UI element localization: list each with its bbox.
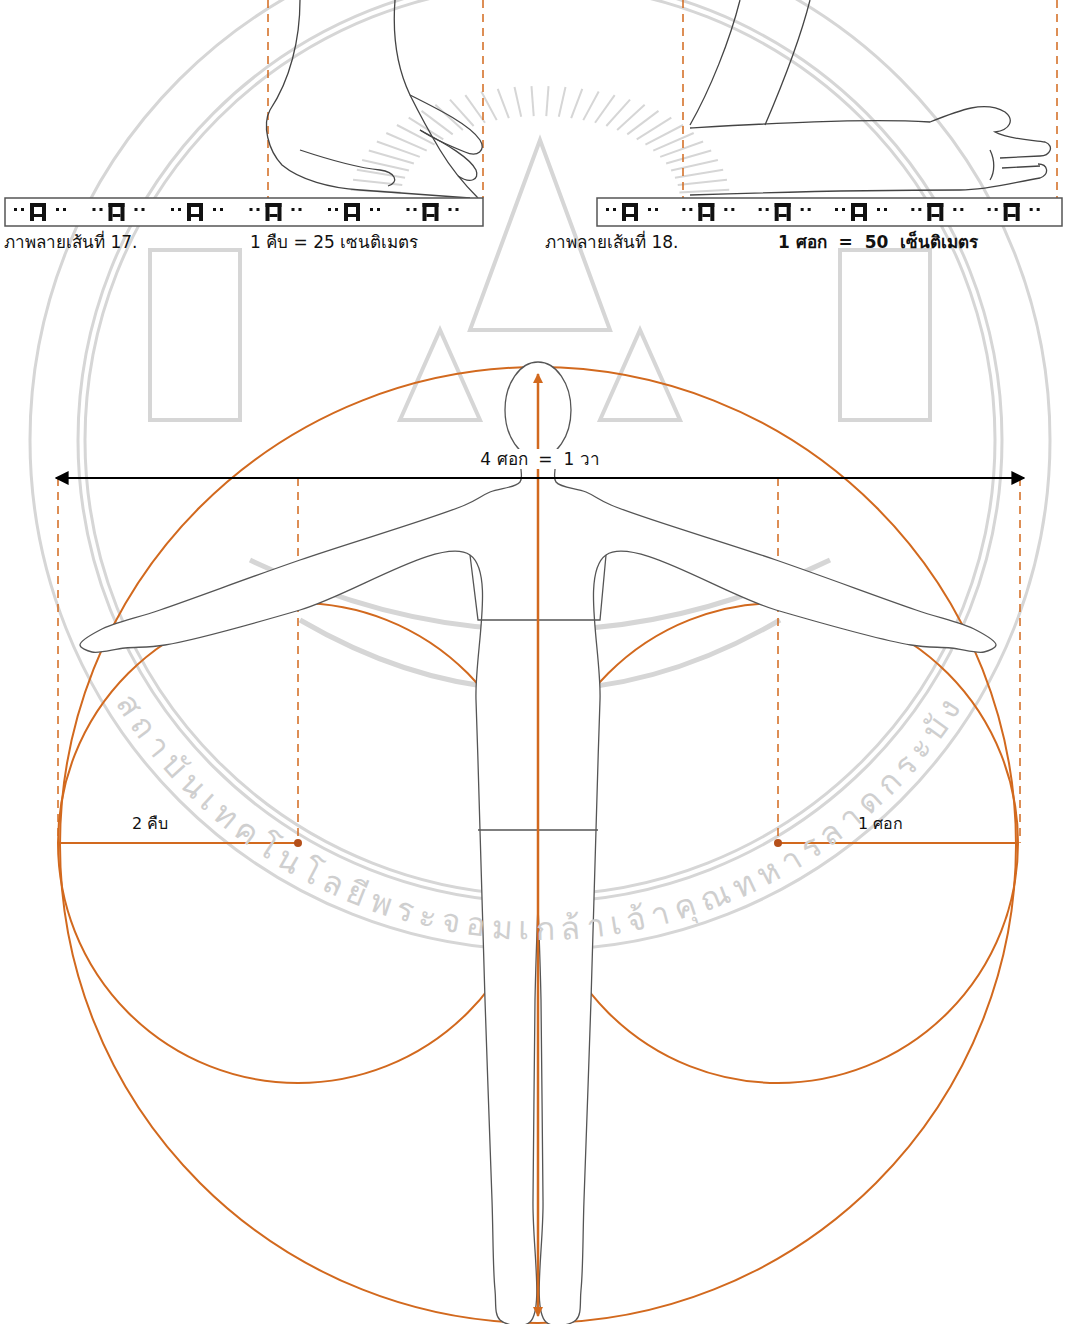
ruler xyxy=(5,198,1062,226)
figure-caption: 1 ศอก = 50 เซ็นติเมตร xyxy=(778,232,978,252)
proportion-circles xyxy=(58,367,1018,1323)
figure-caption: ภาพลายเส้นที่ 17. xyxy=(4,232,137,252)
dimension-label: 2 คืบ xyxy=(132,814,168,833)
height-arrow xyxy=(537,374,540,1316)
figure-caption: 1 คืบ = 25 เซนติเมตร xyxy=(250,232,418,252)
dimension-label: 4 ศอก = 1 วา xyxy=(476,449,603,469)
hand-illustration xyxy=(266,0,482,198)
forearm-illustration xyxy=(690,0,1050,195)
dimension-label: 1 ศอก xyxy=(858,814,903,833)
span-arrow xyxy=(56,477,1024,479)
figure-caption: ภาพลายเส้นที่ 18. xyxy=(545,232,678,252)
watermark-text: สถาบันเทคโนโลยีพระจอมเกล้าเจ้าคุณทหารลาด… xyxy=(108,686,972,947)
human-figure xyxy=(80,362,996,1324)
